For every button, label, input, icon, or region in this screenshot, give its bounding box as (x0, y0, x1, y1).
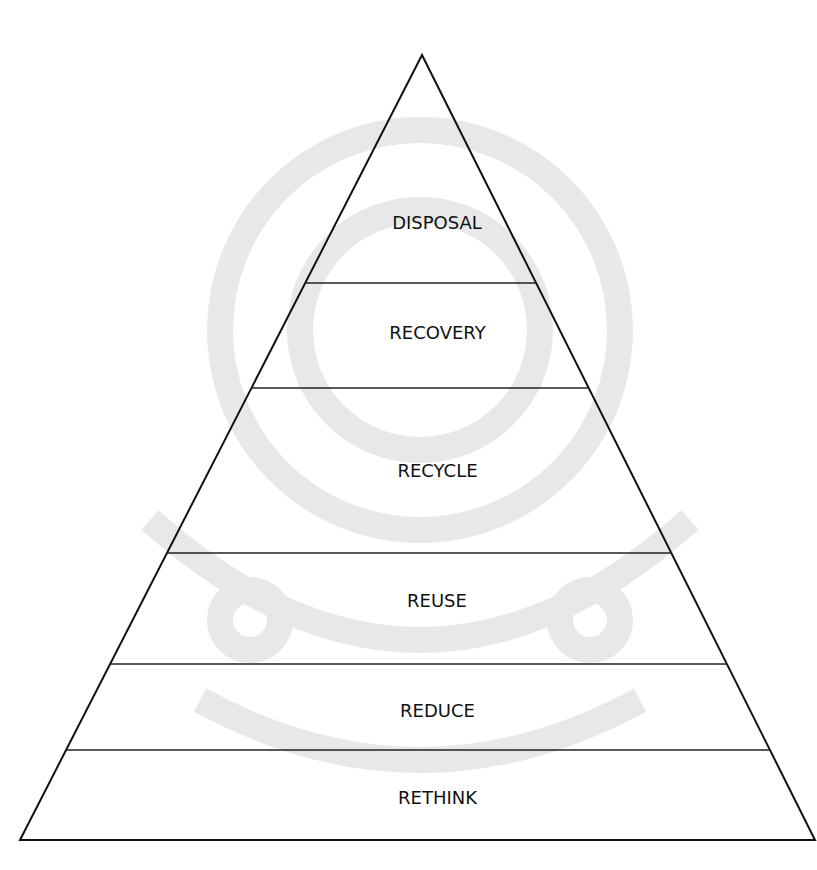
pyramid-band: RECYCLE (391, 457, 484, 484)
band-divider (66, 749, 770, 751)
band-dividers (66, 283, 770, 750)
pyramid-band: RETHINK (392, 784, 483, 811)
pyramid-band: REUSE (401, 587, 473, 614)
band-label: REDUCE (400, 700, 475, 721)
band-label: DISPOSAL (392, 212, 482, 233)
band-divider (305, 282, 536, 284)
band-label: RETHINK (398, 787, 477, 808)
pyramid-outline (20, 55, 815, 840)
watermark (150, 130, 690, 760)
band-label: REUSE (407, 590, 467, 611)
band-label: RECYCLE (397, 460, 477, 481)
band-divider (252, 387, 589, 389)
band-label: RECOVERY (389, 322, 485, 343)
band-divider (167, 552, 671, 554)
band-divider (110, 663, 727, 665)
pyramid-band: REDUCE (394, 697, 481, 724)
pyramid-band: RECOVERY (383, 319, 492, 346)
pyramid-band: DISPOSAL (386, 209, 488, 236)
